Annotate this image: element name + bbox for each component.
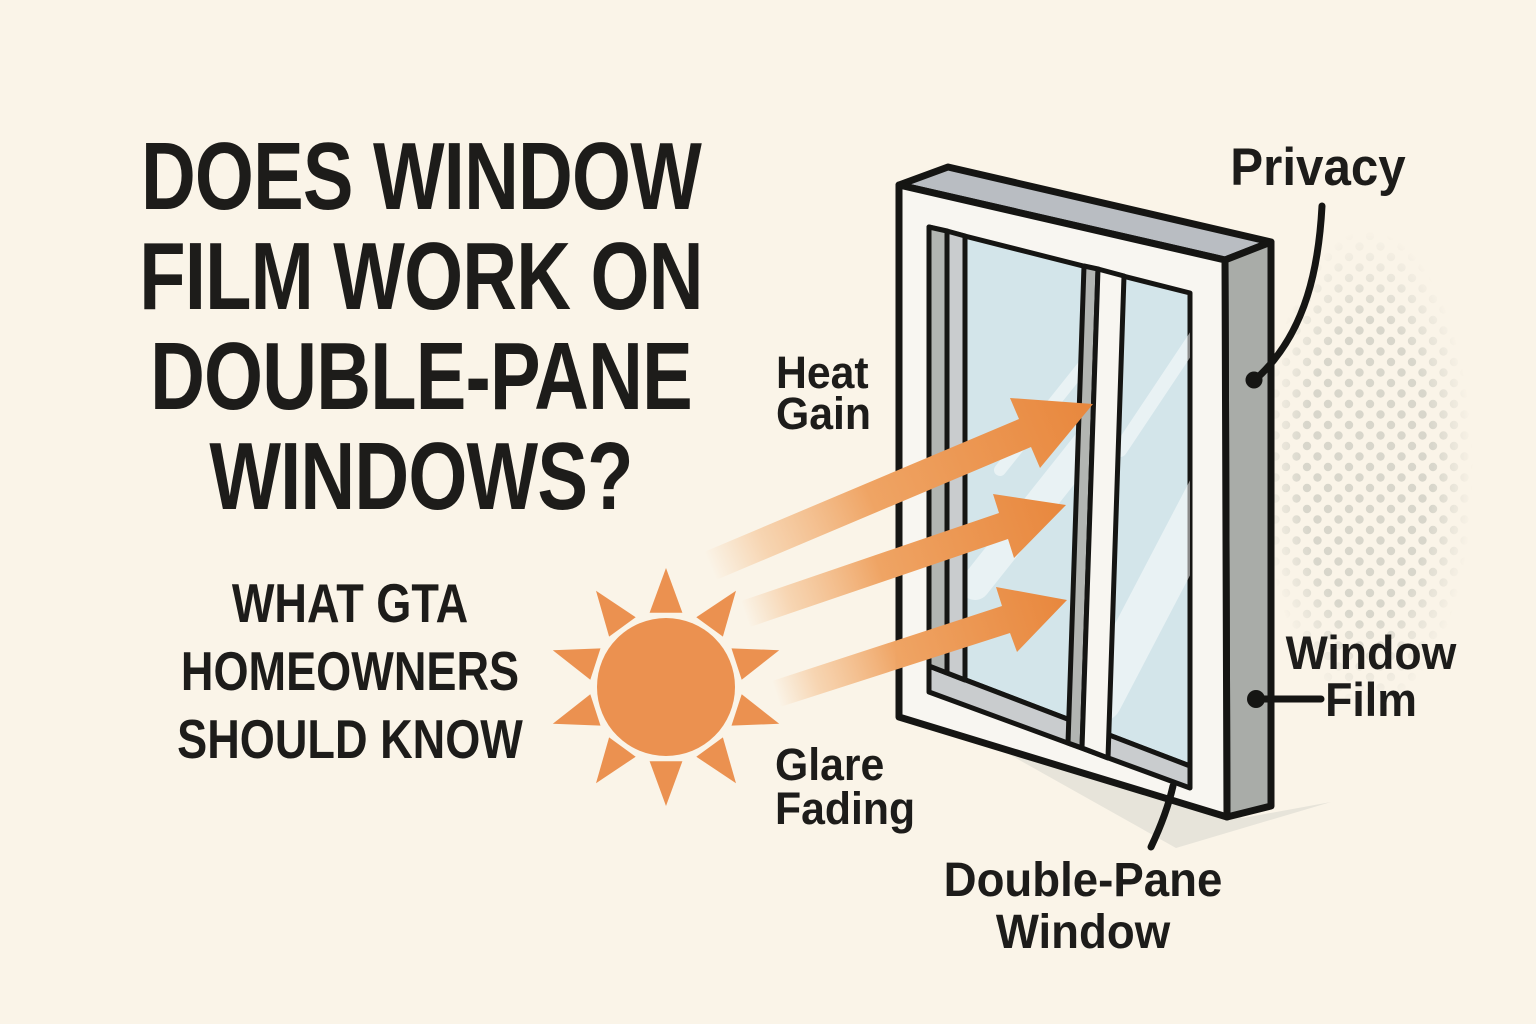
- double-pane-leader-line: [1147, 782, 1177, 851]
- glare-fading-line: Fading: [775, 783, 916, 834]
- heat-arrow-middle: [741, 494, 1066, 627]
- heat-arrow-top: [704, 398, 1093, 580]
- window-film-label: Window Film: [1276, 629, 1466, 723]
- headline-line: DOUBLE-PANE: [150, 323, 693, 430]
- frame-side-face: [1221, 238, 1275, 821]
- glare-fading-line: Glare: [775, 739, 885, 790]
- sun-ray-arrows: [704, 398, 1093, 707]
- subtitle-line: SHOULD KNOW: [177, 708, 523, 770]
- window-film-leader-dot: [1247, 690, 1265, 708]
- headline-line: DOES WINDOW: [140, 123, 702, 230]
- heat-arrow-bottom: [772, 587, 1067, 707]
- jamb-pane-edge-outer: [926, 224, 950, 676]
- halftone-dots-texture: [1263, 230, 1473, 710]
- glare-fading-label: Glare Fading: [775, 739, 916, 834]
- sun-icon: [552, 568, 780, 806]
- leader-lines: [1147, 202, 1326, 851]
- subtitle-line: HOMEOWNERS: [180, 640, 520, 702]
- heat-gain-label: Heat Gain: [776, 347, 872, 439]
- double-pane-window-drawing: [895, 163, 1275, 821]
- heat-gain-line: Gain: [776, 388, 872, 439]
- mullion-front-face: [1079, 266, 1127, 761]
- subtitle-line: WHAT GTA: [231, 572, 469, 634]
- privacy-leader-dot: [1245, 371, 1263, 389]
- double-pane-line: Double-Pane: [943, 854, 1223, 907]
- window-film-line: Window: [1285, 626, 1457, 679]
- headline: DOES WINDOW FILM WORK ON DOUBLE-PANE WIN…: [105, 127, 737, 527]
- double-pane-window-label: Double-Pane Window: [941, 855, 1226, 959]
- privacy-label: Privacy: [1230, 138, 1406, 197]
- heat-gain-line: Heat: [776, 347, 869, 398]
- headline-line: FILM WORK ON: [139, 223, 703, 330]
- privacy-leader-line: [1252, 202, 1326, 383]
- headline-line: WINDOWS?: [209, 423, 633, 530]
- window-film-line: Film: [1325, 673, 1417, 726]
- subtitle: WHAT GTA HOMEOWNERS SHOULD KNOW: [22, 569, 678, 773]
- double-pane-line: Window: [995, 906, 1171, 959]
